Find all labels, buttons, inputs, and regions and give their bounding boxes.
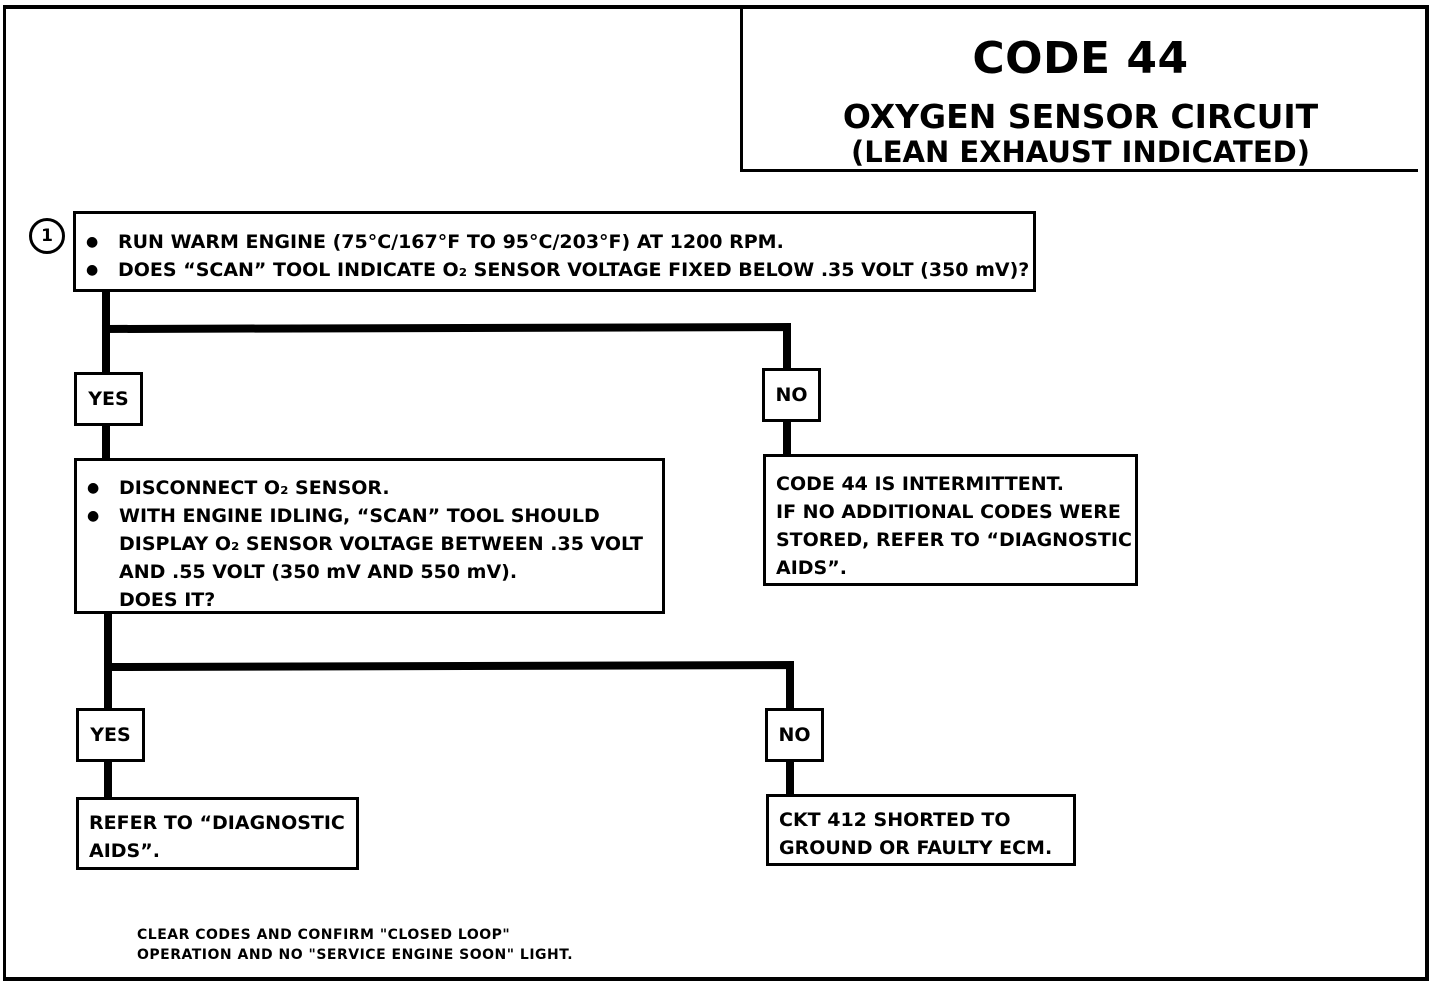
connector-step1-no xyxy=(101,322,791,372)
title-block: CODE 44 OXYGEN SENSOR CIRCUIT (LEAN EXHA… xyxy=(740,9,1418,172)
shorted-line-1: CKT 412 SHORTED TO xyxy=(779,809,1011,831)
refer-diagnostic-box: REFER TO “DIAGNOSTIC AIDS”. xyxy=(76,797,359,870)
refer-line-1: REFER TO “DIAGNOSTIC xyxy=(89,812,345,834)
step1-line-1: RUN WARM ENGINE (75°C/167°F TO 95°C/203°… xyxy=(76,228,1033,256)
step1-line-2: DOES “SCAN” TOOL INDICATE O₂ SENSOR VOLT… xyxy=(76,256,1033,284)
subtitle-line-1: OXYGEN SENSOR CIRCUIT xyxy=(842,97,1319,136)
refer-line-2: AIDS”. xyxy=(89,840,160,862)
footer-note: CLEAR CODES AND CONFIRM "CLOSED LOOP" OP… xyxy=(137,925,573,965)
step2-line-4: AND .55 VOLT (350 mV AND 550 mV). xyxy=(119,561,518,583)
yes-label-2: YES xyxy=(76,708,145,762)
intermittent-line-4: AIDS”. xyxy=(776,557,847,579)
step2-line-2: WITH ENGINE IDLING, “SCAN” TOOL SHOULD xyxy=(77,502,662,530)
step2-line-1: DISCONNECT O₂ SENSOR. xyxy=(77,474,662,502)
step-number-badge: 1 xyxy=(29,218,65,254)
intermittent-line-2: IF NO ADDITIONAL CODES WERE xyxy=(776,501,1121,523)
page-frame xyxy=(3,5,1429,981)
subtitle-line-2: (LEAN EXHAUST INDICATED) xyxy=(851,135,1310,169)
intermittent-box: CODE 44 IS INTERMITTENT. IF NO ADDITIONA… xyxy=(763,454,1138,586)
step2-line-5: DOES IT? xyxy=(119,589,216,611)
connector-step2-no xyxy=(103,660,794,712)
footer-line-2: OPERATION AND NO "SERVICE ENGINE SOON" L… xyxy=(137,947,574,963)
no-label-1: NO xyxy=(762,368,821,422)
step2-line-3: DISPLAY O₂ SENSOR VOLTAGE BETWEEN .35 VO… xyxy=(119,533,643,555)
shorted-line-2: GROUND OR FAULTY ECM. xyxy=(779,837,1053,859)
shorted-ckt-box: CKT 412 SHORTED TO GROUND OR FAULTY ECM. xyxy=(766,794,1076,866)
yes-label-1: YES xyxy=(74,372,143,426)
no-label-2: NO xyxy=(765,708,824,762)
intermittent-line-1: CODE 44 IS INTERMITTENT. xyxy=(776,473,1064,495)
step2-box: DISCONNECT O₂ SENSOR. WITH ENGINE IDLING… xyxy=(74,458,665,614)
footer-line-1: CLEAR CODES AND CONFIRM "CLOSED LOOP" xyxy=(137,927,511,943)
page-title: CODE 44 xyxy=(972,33,1189,84)
intermittent-line-3: STORED, REFER TO “DIAGNOSTIC xyxy=(776,529,1132,551)
step1-box: RUN WARM ENGINE (75°C/167°F TO 95°C/203°… xyxy=(73,211,1036,292)
